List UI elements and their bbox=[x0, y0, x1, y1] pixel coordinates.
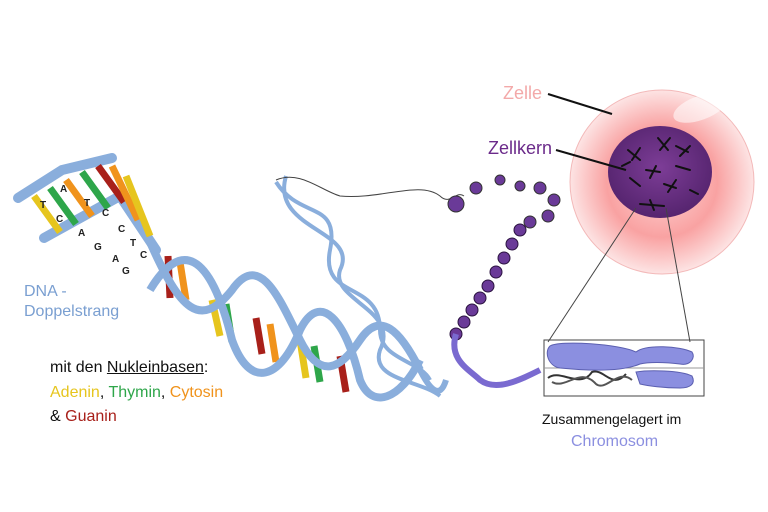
bases-heading: mit den Nukleinbasen: bbox=[50, 358, 208, 378]
base-letter: C bbox=[56, 214, 63, 225]
base-letter: G bbox=[94, 242, 102, 253]
nucleosome-beads-graphic bbox=[447, 174, 561, 229]
thymin-label: Thymin bbox=[108, 384, 161, 401]
bases-word: Nukleinbasen bbox=[106, 359, 204, 376]
chromosome-graphic bbox=[543, 339, 705, 397]
base-letter: T bbox=[40, 200, 46, 211]
adenin-label: Adenin bbox=[50, 384, 100, 401]
base-letter: G bbox=[122, 266, 130, 277]
bases-prefix: mit den bbox=[50, 359, 107, 376]
guanin-label: Guanin bbox=[65, 408, 117, 425]
base-letter: A bbox=[60, 184, 67, 195]
nucleus-graphic bbox=[608, 126, 712, 218]
cell-label: Zelle bbox=[503, 83, 543, 103]
base-letter-group: T A C T A C G C A T G C bbox=[40, 184, 147, 277]
chromosome-label: Chromosom bbox=[571, 433, 659, 450]
ampersand: & bbox=[50, 408, 66, 425]
dna-double-helix-graphic bbox=[146, 240, 449, 402]
dna-label-line2: Doppelstrang bbox=[24, 303, 120, 320]
bases-list-line2: & Guanin bbox=[50, 407, 117, 427]
nucleus-label: Zellkern bbox=[488, 138, 553, 158]
cytosin-label: Cytosin bbox=[169, 384, 224, 401]
zusammen-label: Zusammengelagert im bbox=[542, 411, 682, 427]
base-letter: C bbox=[102, 208, 109, 219]
dna-label-line1: DNA - bbox=[24, 283, 67, 300]
base-letter: T bbox=[130, 238, 136, 249]
separator: , bbox=[160, 384, 170, 401]
base-letter: A bbox=[112, 254, 119, 265]
bases-list-line1: Adenin, Thymin, Cytosin bbox=[50, 383, 223, 403]
chromatin-fiber-graphic bbox=[449, 223, 527, 341]
base-letter: C bbox=[140, 250, 147, 261]
base-letter: C bbox=[118, 224, 125, 235]
dna-ladder-graphic bbox=[13, 153, 161, 255]
separator: , bbox=[99, 384, 109, 401]
base-letter: A bbox=[78, 228, 85, 239]
base-letter: T bbox=[84, 198, 90, 209]
bases-colon: : bbox=[203, 359, 209, 376]
